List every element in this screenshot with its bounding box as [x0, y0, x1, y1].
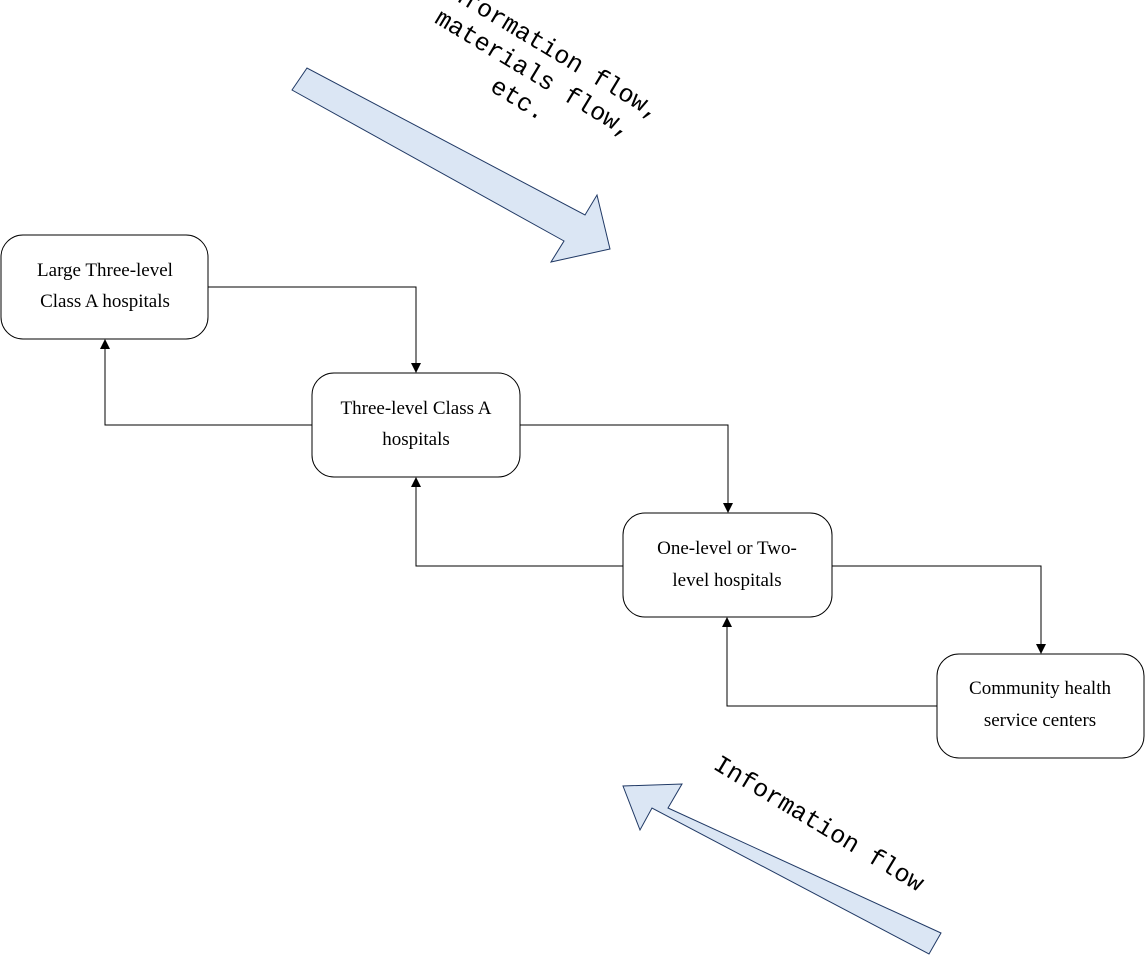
downward-flow-arrow — [291, 67, 611, 263]
arrowhead-three-to-large — [100, 339, 110, 349]
connector-community-to-onetwo — [726, 625, 937, 707]
node-one-two-level-hospitals: One-level or Two- level hospitals — [622, 512, 833, 618]
node-three-level-line2: hospitals — [382, 429, 450, 450]
connector-onetwo-to-three — [415, 485, 623, 567]
node-large-three-level-line2: Class A hospitals — [40, 291, 170, 312]
arrowhead-community-to-onetwo — [722, 617, 732, 627]
node-one-two-level-line1: One-level or Two- — [657, 538, 797, 559]
connector-large-to-three — [208, 286, 417, 365]
arrowhead-onetwo-to-community — [1036, 644, 1046, 654]
node-one-two-level-line2: level hospitals — [672, 570, 781, 591]
upward-flow-arrow — [622, 783, 942, 955]
arrowhead-large-to-three — [411, 363, 421, 373]
node-three-level-line1: Three-level Class A — [341, 398, 492, 419]
node-three-level-hospitals: Three-level Class A hospitals — [311, 372, 521, 478]
node-large-three-level-line1: Large Three-level — [37, 260, 173, 281]
node-large-three-level-hospitals: Large Three-level Class A hospitals — [0, 234, 209, 340]
connector-onetwo-to-community — [832, 565, 1042, 646]
node-community-line1: Community health — [969, 678, 1111, 699]
connector-three-to-onetwo — [520, 424, 729, 505]
arrowhead-three-to-onetwo — [723, 503, 733, 513]
node-community-line2: service centers — [984, 710, 1096, 731]
connector-three-to-large — [104, 347, 312, 426]
node-community-health-centers: Community health service centers — [936, 653, 1145, 759]
arrowhead-onetwo-to-three — [411, 477, 421, 487]
